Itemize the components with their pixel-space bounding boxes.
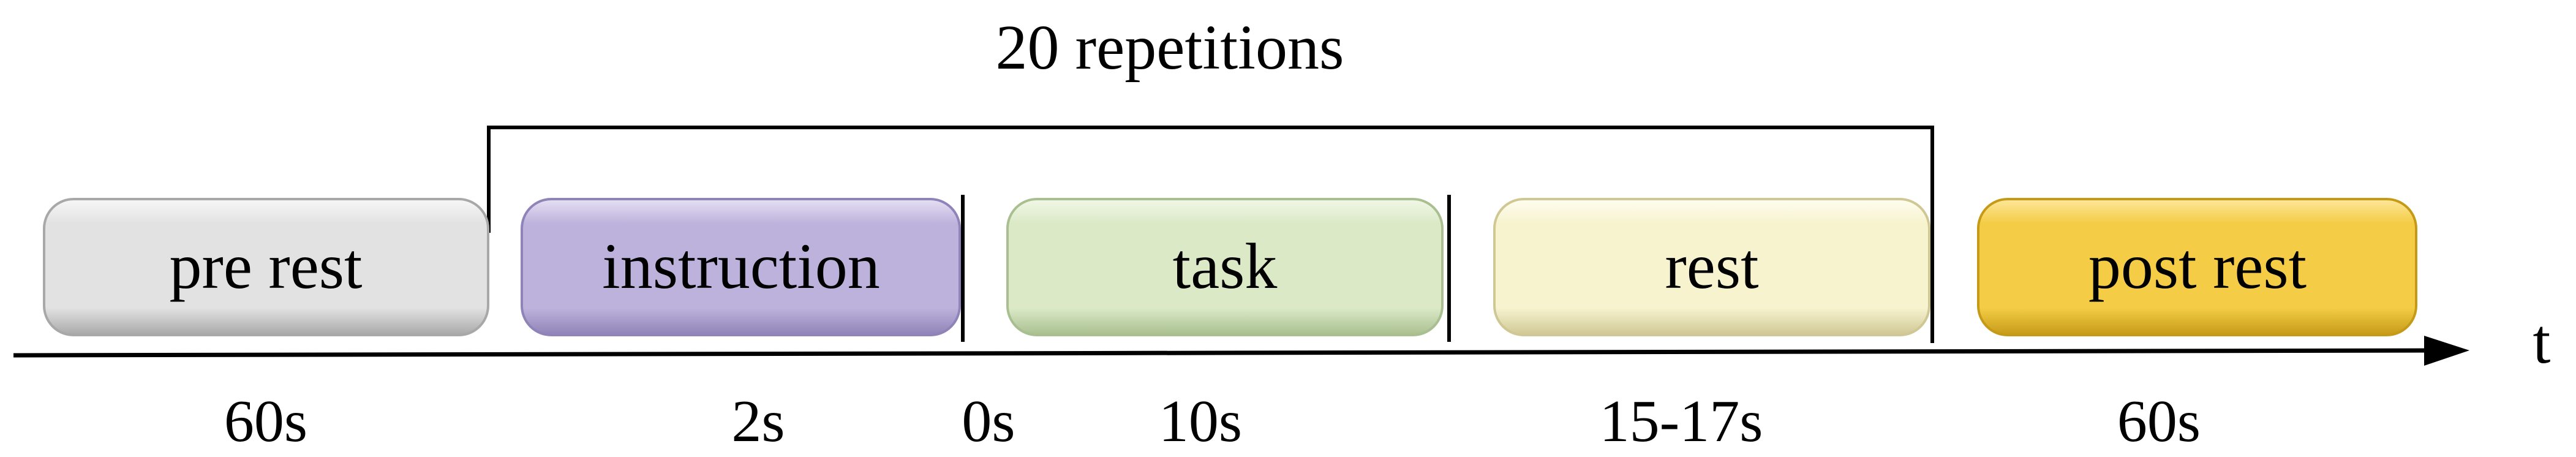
block-rest-label: rest [1665, 230, 1758, 302]
block-post-rest: post rest [1977, 198, 2417, 336]
repetitions-label: 20 repetitions [995, 12, 1344, 83]
time-axis-line [13, 348, 2435, 358]
block-pre-rest-label: pre rest [170, 230, 363, 302]
duration-instruction: 2s [731, 388, 785, 455]
repetition-bracket [487, 126, 1934, 343]
duration-pre-rest: 60s [224, 388, 307, 455]
block-task-shape [1006, 198, 1444, 336]
block-instruction-label: instruction [602, 230, 879, 302]
block-task: task [1006, 198, 1444, 336]
block-post-rest-shape [1977, 198, 2417, 336]
duration-rest: 15-17s [1600, 388, 1763, 455]
block-task-label: task [1173, 230, 1278, 302]
block-rest: rest [1493, 198, 1930, 336]
block-pre-rest: pre rest [43, 198, 489, 336]
block-post-rest-label: post rest [2088, 230, 2307, 302]
duration-task: 10s [1159, 388, 1242, 455]
duration-post-rest: 60s [2117, 388, 2201, 455]
duration-task-onset: 0s [962, 388, 1015, 455]
time-axis-label: t [2533, 306, 2551, 377]
time-axis-arrowhead [2424, 336, 2469, 366]
block-instruction-shape [521, 198, 961, 336]
block-instruction: instruction [521, 198, 961, 336]
block-rest-shape [1493, 198, 1930, 336]
block-pre-rest-shape [43, 198, 489, 336]
